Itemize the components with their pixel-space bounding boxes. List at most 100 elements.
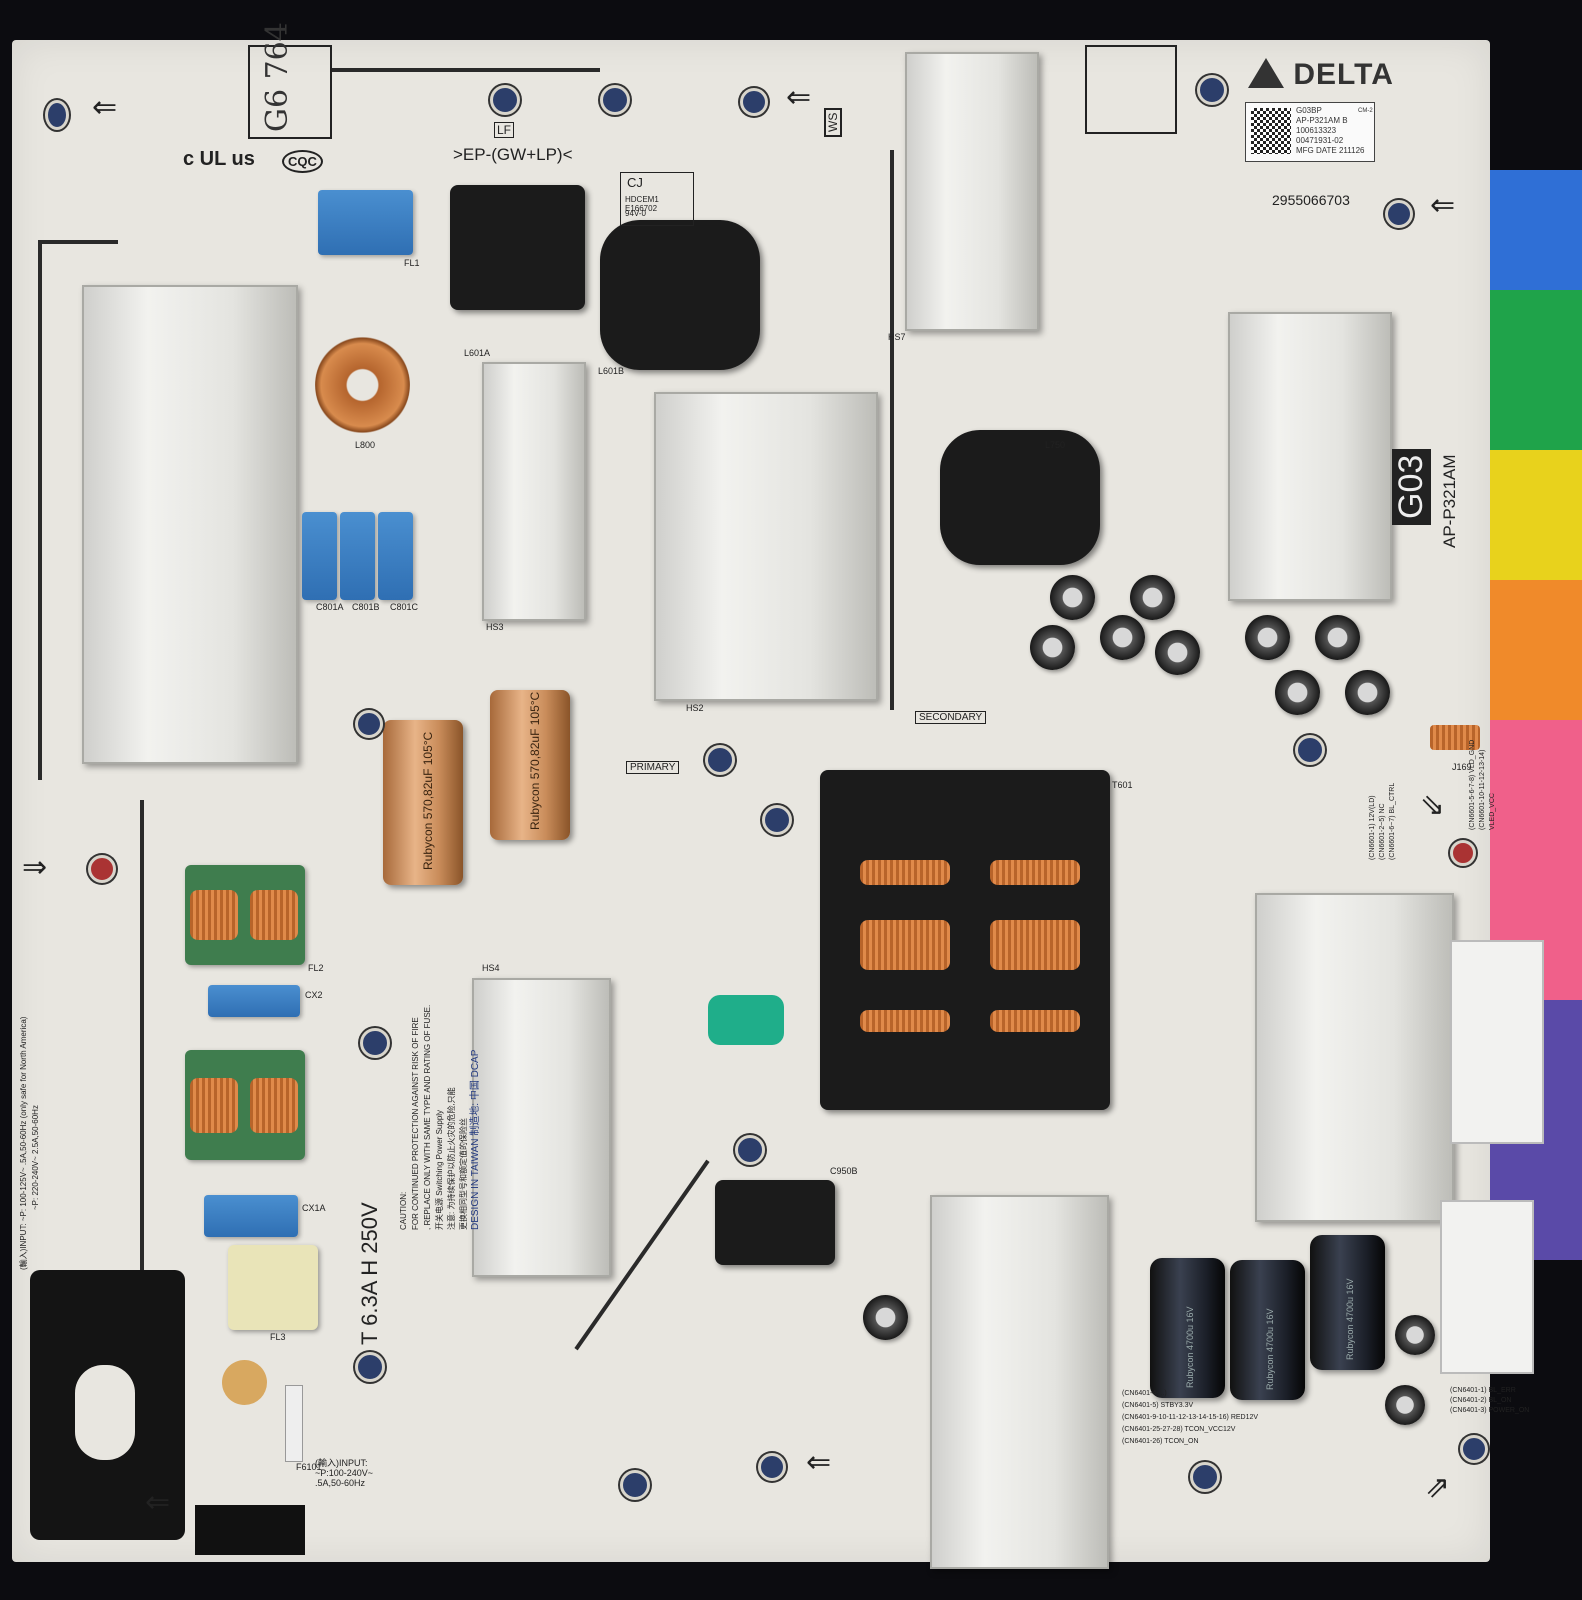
ws-label: WS (824, 107, 842, 137)
capacitor (863, 1295, 908, 1340)
foam-orange (1490, 580, 1582, 720)
legend-line: (CN6401-25-27-28) TCON_VCC12V (1122, 1426, 1236, 1433)
ref-designator: F6101 (296, 1462, 322, 1472)
connector-cn6401[interactable] (1440, 1200, 1534, 1374)
legend-line: (CN6401-26) TCON_ON (1122, 1438, 1199, 1445)
caution-line: 开关电源 Switching Power Supply (435, 1109, 444, 1230)
input-line: .5A,50-60Hz (315, 1478, 366, 1488)
cn6401-legend: (CN6401-4-...) (CN6401-5) STBY3.3V (CN64… (1122, 1388, 1258, 1448)
caution-line: 更换相同型号和额定值的保险丝 (459, 1118, 468, 1230)
connector-cn6601[interactable] (1450, 940, 1544, 1144)
capacitor-marking: Rubycon 570,82uF 105°C (421, 731, 435, 870)
ref-designator: T601 (1112, 780, 1133, 790)
arrow-left-icon: ⇐ (806, 1446, 832, 1479)
connector-cn6102[interactable] (195, 1505, 305, 1555)
capacitor (1030, 625, 1075, 670)
capacitor-c1200b: Rubycon 4700u 16V (1230, 1260, 1305, 1400)
mounting-hole-sp6 (1295, 735, 1325, 765)
ref-designator: J169 (1452, 762, 1472, 772)
mounting-hole-sp7 (355, 710, 383, 738)
cj-label-box: CJ HDCEM1 E166702 94V-0 (620, 172, 694, 226)
arrow-right-icon: ⇒ (22, 851, 48, 884)
cn6401-legend-right: (CN6401-1) BL_ERR (CN6401-2) BL_ON (CN64… (1450, 1386, 1529, 1416)
capacitor (1395, 1315, 1435, 1355)
cn6601-legend: (CN6601-1) 12V(LD) (CN6601-2~5) NC (CN66… (1368, 783, 1398, 860)
ref-designator: CX1A (302, 1203, 326, 1213)
input-rating-line: (輸入)INPUT: ~P: 100-125V~ .5A,50-60Hz (on… (19, 1016, 28, 1270)
ref-designator: C801A (316, 602, 344, 612)
arrow-left-icon: ⇐ (1430, 189, 1456, 222)
product-label: G03BP CM-2 AP-P321AM B 100613323 0047193… (1245, 102, 1375, 162)
foam-blue (1490, 170, 1582, 290)
label-part-number: 100613323 (1296, 126, 1337, 135)
model-silkscreen: AP-P321AM (1440, 454, 1459, 548)
capacitor (1155, 630, 1200, 675)
delta-logo: DELTA (1248, 58, 1394, 92)
transformer-l601a (450, 185, 585, 310)
capacitor (1100, 615, 1145, 660)
capacitor-cx2 (208, 985, 300, 1017)
arrow-left-icon: ⇐ (92, 91, 118, 124)
legend-line: (CN6401-3) POWER_ON (1450, 1407, 1530, 1414)
heatsink-bottom (930, 1195, 1109, 1569)
arrow-left-icon: ⇐ (145, 1486, 171, 1519)
bulk-capacitor-c800b: Rubycon 570,82uF 105°C (490, 690, 570, 840)
heatsink-hs7 (905, 52, 1039, 331)
ref-designator: FL1 (404, 258, 420, 268)
capacitor-marking: Rubycon 570,82uF 105°C (528, 691, 542, 830)
ac-inlet-connector[interactable] (30, 1270, 185, 1540)
transformer-marking: >EP-(GW+LP)< (453, 145, 573, 164)
transformer-t901 (715, 1180, 835, 1265)
revision-tag: G03 (1392, 448, 1431, 525)
ref-designator: HS3 (486, 622, 504, 632)
label-mfg-date: MFG DATE 211126 (1296, 146, 1365, 155)
mounting-hole-sp14 (620, 1470, 650, 1500)
capacitor-c1200c: Rubycon 4700u 16V (1310, 1235, 1385, 1370)
legend-line: (CN6601-5-6-7-8) VLD_GND (1469, 739, 1476, 830)
primary-label: PRIMARY (626, 761, 680, 774)
choke-fl3 (185, 1050, 305, 1160)
capacitor-c801b (340, 512, 375, 600)
blank-label-box (1085, 45, 1177, 134)
input-rating-line: ~P: 220-240V~ 2.5A,50-60Hz (31, 1105, 40, 1210)
ground-pad-gp4 (1450, 840, 1476, 866)
capacitor (1050, 575, 1095, 620)
cj-title: CJ (627, 175, 643, 190)
mounting-hole-sp10 (490, 85, 520, 115)
caution-line: FOR CONTINUED PROTECTION AGAINST RISK OF… (411, 1017, 420, 1230)
ground-pad-gp3 (88, 855, 116, 883)
input-line: (輸入)INPUT: (315, 1458, 368, 1468)
ul-cert-mark: c UL us (183, 148, 255, 170)
ref-designator: C801C (390, 602, 419, 612)
secondary-label: SECONDARY (915, 711, 987, 724)
heatsink-primary (82, 285, 298, 764)
label-code: G03BP (1296, 106, 1322, 115)
legend-line: (CN6601-2~5) NC (1379, 803, 1386, 860)
caution-line: CAUTION: (399, 1191, 408, 1230)
qr-code (1251, 108, 1291, 154)
ref-designator: L601B (598, 366, 625, 376)
ref-designator: C950B (830, 1166, 858, 1176)
legend-line: (CN6601-6~7) BL_CTRL (1389, 782, 1396, 860)
ground-pad-gp1 (758, 1453, 786, 1481)
ref-designator: CX2 (305, 990, 323, 1000)
legend-line: (CN6401-5) STBY3.3V (1122, 1402, 1194, 1409)
mounting-hole-sp1 (355, 1352, 385, 1382)
capacitor (1245, 615, 1290, 660)
fuse-rating: T 6.3A H 250V (357, 1202, 382, 1345)
legend-line: (CN6601-10-11-12-13-14) VLED_VCC (1479, 749, 1496, 830)
choke-fl3b (228, 1245, 318, 1330)
capacitor-c801c (378, 512, 413, 600)
toroid-inductor-l800 (315, 335, 410, 435)
ref-designator: FL2 (308, 963, 324, 973)
heatsink-hs3 (482, 362, 586, 621)
brand-name: DELTA (1293, 58, 1394, 91)
mounting-hole-sp11 (1197, 75, 1227, 105)
fuse-f6101 (285, 1385, 303, 1462)
ground-pad-gp5 (45, 100, 69, 130)
capacitor (1315, 615, 1360, 660)
ground-pad-gp8 (1460, 1435, 1488, 1463)
ref-designator: L800 (355, 440, 376, 450)
legend-line: (CN6401-2) BL_ON (1450, 1397, 1512, 1404)
cqc-mark: CQC (282, 150, 323, 173)
